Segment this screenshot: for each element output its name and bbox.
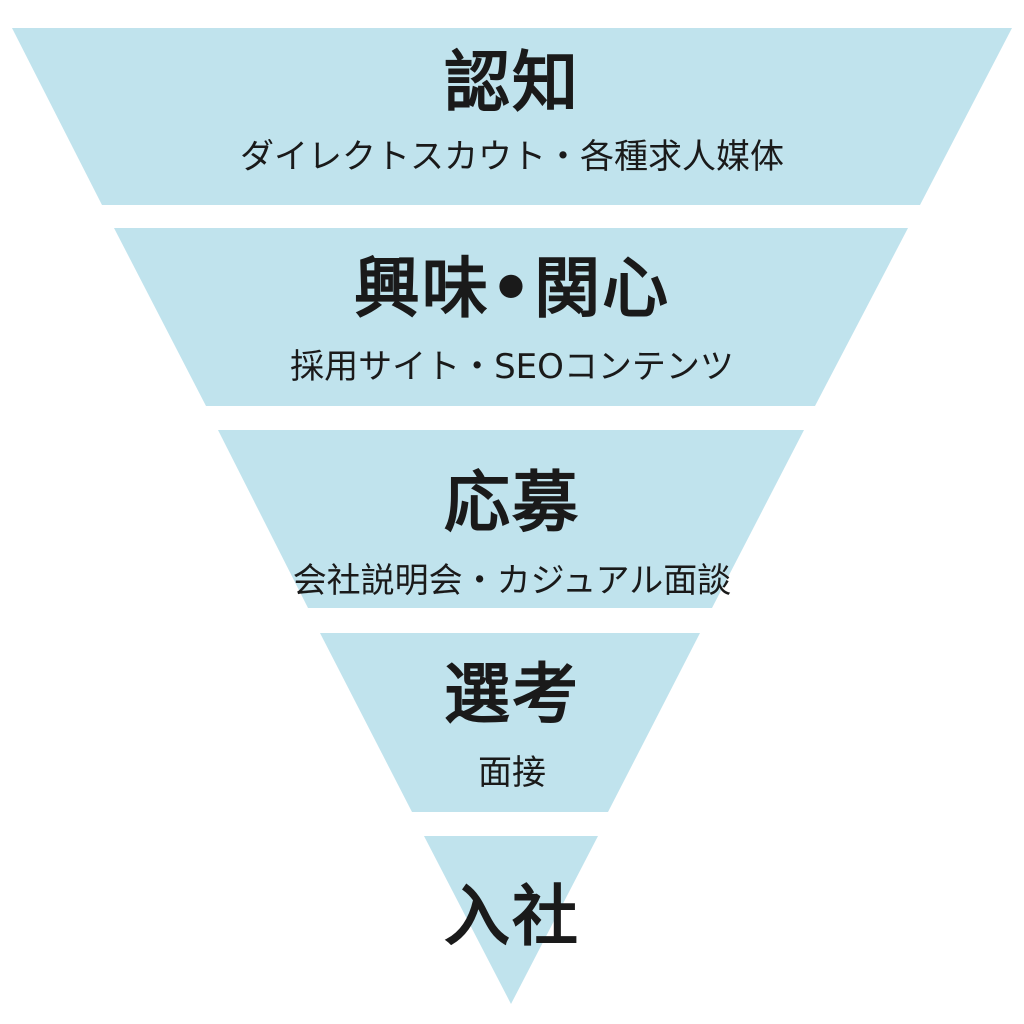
stage-3-subtitle: 会社説明会・カジュアル面談 bbox=[292, 561, 732, 601]
stage-1-band bbox=[12, 28, 1012, 205]
stage-4-subtitle: 面接 bbox=[478, 753, 546, 793]
stage-3-title: 応募 bbox=[444, 464, 580, 541]
stage-1-title: 認知 bbox=[444, 44, 580, 121]
stage-5-band bbox=[424, 836, 598, 1004]
stage-2-subtitle: 採用サイト・SEOコンテンツ bbox=[290, 347, 734, 387]
stage-3-band bbox=[218, 430, 804, 608]
stage-2-band bbox=[114, 228, 908, 406]
stage-1-subtitle: ダイレクトスカウト・各種求人媒体 bbox=[240, 137, 784, 177]
stage-4-band bbox=[320, 633, 700, 812]
stage-5-title: 入社 bbox=[444, 878, 580, 955]
stage-4-title: 選考 bbox=[444, 656, 580, 733]
stage-2-title: 興味•関心 bbox=[353, 250, 671, 327]
